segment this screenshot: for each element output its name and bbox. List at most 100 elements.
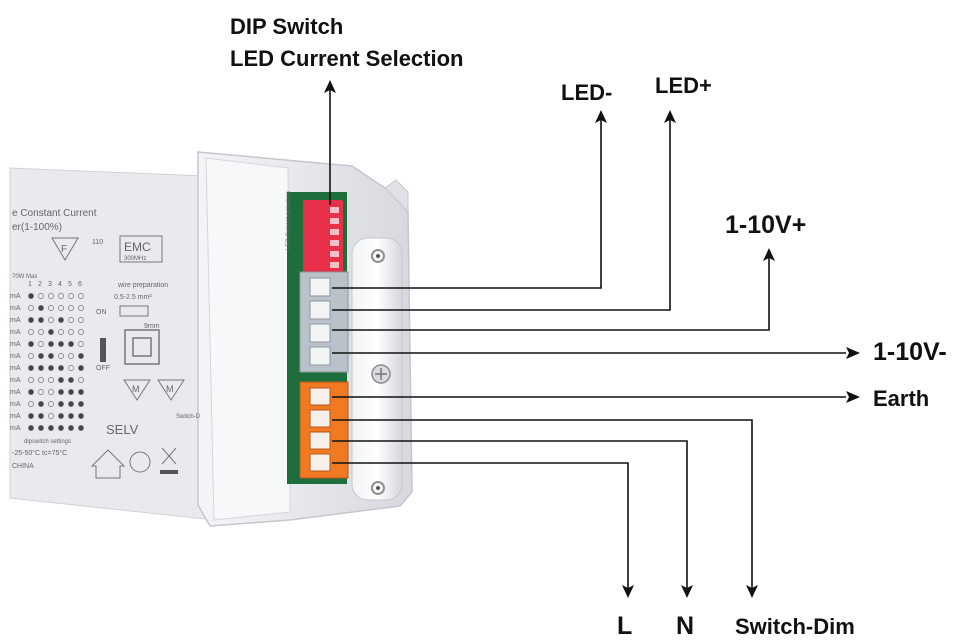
svg-text:e Constant Current: e Constant Current — [12, 208, 97, 219]
dip-table-dot — [58, 317, 64, 323]
dip-table-dot — [58, 425, 64, 431]
dip-table-dot — [58, 365, 64, 371]
svg-text:mA: mA — [10, 305, 21, 312]
svg-text:mA: mA — [10, 377, 21, 384]
dip-table-dot — [48, 377, 54, 383]
output-terminal-block — [299, 271, 349, 373]
svg-text:EMC: EMC — [124, 240, 151, 254]
svg-text:wire preparation: wire preparation — [117, 282, 168, 289]
dip-table-dot — [38, 365, 44, 371]
label-1-10v-minus: 1-10V- — [873, 338, 947, 366]
label-led-plus: LED+ — [655, 73, 712, 98]
dip-table-dot — [28, 293, 34, 299]
dip-table-dot — [48, 365, 54, 371]
dip-table-dot — [78, 353, 84, 359]
svg-text:1: 1 — [28, 281, 32, 288]
dip-table-dot — [68, 293, 74, 299]
dip-table-dot — [48, 317, 54, 323]
dip-table-dot — [38, 317, 44, 323]
dip-table-dot — [48, 401, 54, 407]
svg-text:9mm: 9mm — [144, 323, 160, 330]
svg-text:mA: mA — [10, 425, 21, 432]
dip-table-dot — [68, 425, 74, 431]
dip-table-dot — [48, 425, 54, 431]
svg-text:OFF: OFF — [96, 365, 110, 372]
svg-text:F: F — [61, 244, 67, 255]
dip-table-dot — [68, 389, 74, 395]
led-driver-device: e Constant Current er(1-100%) F 110 EMC … — [9, 151, 413, 527]
svg-text:mA: mA — [10, 365, 21, 372]
dip-table-dot — [68, 341, 74, 347]
dim-plus-line — [332, 256, 770, 331]
svg-text:-25-50°C tc=75°C: -25-50°C tc=75°C — [12, 449, 67, 457]
led-minus-line — [332, 118, 602, 289]
svg-text:2: 2 — [38, 281, 42, 288]
arrow-down-n — [681, 585, 693, 598]
svg-text:mA: mA — [10, 401, 21, 408]
dip-table-dot — [68, 317, 74, 323]
arrow-down-switch-dim — [746, 585, 758, 598]
dip-table-dot — [78, 293, 84, 299]
svg-text:mA: mA — [10, 293, 21, 300]
dip-table-dot — [48, 329, 54, 335]
dip-table-dot — [48, 341, 54, 347]
dip-table-dot — [78, 317, 84, 323]
dip-table-dot — [28, 305, 34, 311]
dip-table-dot — [28, 401, 34, 407]
svg-text:5: 5 — [68, 281, 72, 288]
svg-text:mA: mA — [10, 341, 21, 348]
svg-text:er(1-100%): er(1-100%) — [12, 222, 62, 233]
svg-text:70W Max: 70W Max — [12, 274, 37, 280]
dip-table-dot — [58, 401, 64, 407]
dip-switch-subtitle: LED Current Selection — [230, 46, 464, 71]
dip-table-dot — [68, 365, 74, 371]
dip-table-dot — [58, 329, 64, 335]
arrow-right-earth — [846, 391, 860, 403]
dip-table-dot — [48, 353, 54, 359]
dip-table-dot — [78, 413, 84, 419]
label-neutral-n: N — [676, 612, 695, 640]
svg-text:M: M — [132, 384, 140, 394]
arrowheads — [324, 80, 860, 598]
svg-text:mA: mA — [10, 389, 21, 396]
svg-text:dipswitch settings: dipswitch settings — [24, 439, 71, 445]
svg-text:6: 6 — [78, 281, 82, 288]
svg-text:300MHz: 300MHz — [124, 256, 146, 262]
svg-text:3: 3 — [48, 281, 52, 288]
line-line — [332, 462, 629, 590]
dip-table-dot — [48, 293, 54, 299]
label-switch-dim: Switch-Dim — [735, 614, 855, 639]
dip-table-dot — [78, 425, 84, 431]
label-line-l: L — [617, 612, 633, 640]
dip-table-dot — [58, 293, 64, 299]
dip-table-dot — [28, 389, 34, 395]
dip-table-dot — [68, 401, 74, 407]
svg-text:SELV: SELV — [106, 422, 139, 437]
dip-table-dot — [28, 341, 34, 347]
dip-table-dot — [68, 305, 74, 311]
dip-table-dot — [78, 329, 84, 335]
dip-table-dot — [58, 413, 64, 419]
svg-text:CHINA: CHINA — [12, 463, 34, 470]
svg-text:mA: mA — [10, 329, 21, 336]
input-terminal-block — [299, 381, 349, 479]
dip-table-dot — [78, 305, 84, 311]
svg-text:ON: ON — [96, 309, 107, 316]
label-led-minus: LED- — [561, 80, 613, 105]
dip-table-dot — [38, 401, 44, 407]
dip-table-dot — [68, 377, 74, 383]
dip-table-dot — [48, 389, 54, 395]
svg-text:4: 4 — [58, 281, 62, 288]
dip-table-dot — [38, 305, 44, 311]
dip-table-dot — [68, 353, 74, 359]
dip-table-dot — [38, 329, 44, 335]
dip-table-dot — [28, 353, 34, 359]
svg-text:mA: mA — [10, 353, 21, 360]
dip-table-dot — [38, 353, 44, 359]
dip-switch-title: DIP Switch — [230, 14, 344, 39]
dip-table-dot — [38, 389, 44, 395]
dip-table-dot — [38, 377, 44, 383]
dip-table-dot — [78, 377, 84, 383]
dip-table-dot — [58, 377, 64, 383]
dip-table-dot — [68, 413, 74, 419]
